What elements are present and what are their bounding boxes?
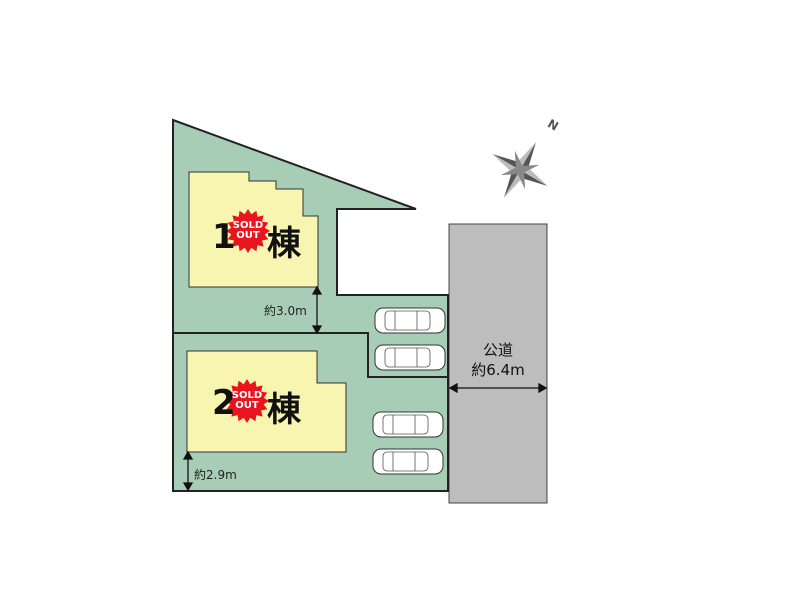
car-icon xyxy=(372,448,444,475)
lot-divider xyxy=(173,332,448,378)
public-road xyxy=(448,223,548,504)
car-icon xyxy=(372,411,444,438)
road-width: 約6.4m xyxy=(471,361,525,379)
sold-out-badge-1 xyxy=(226,209,270,253)
sold-out-badge-2 xyxy=(225,379,269,423)
lot-2-number: 2 xyxy=(212,383,236,423)
lot-1-number: 1 xyxy=(212,217,236,257)
car-icon xyxy=(374,344,446,371)
badge-line-2: OUT xyxy=(236,230,260,241)
badge-line-1: SOLD xyxy=(232,220,264,231)
compass-icon xyxy=(492,142,548,198)
badge-line-2: OUT xyxy=(235,400,259,411)
road-label: 公道 約6.4m xyxy=(449,340,547,380)
lot-2-suffix: 棟 xyxy=(267,390,301,430)
parking-cars xyxy=(372,307,446,475)
lot-1-gap-label: 約3.0m xyxy=(264,304,307,318)
car-icon xyxy=(374,307,446,334)
lot-1-suffix: 棟 xyxy=(267,224,301,264)
road-name: 公道 xyxy=(482,341,513,359)
dimension-arrows xyxy=(182,285,548,492)
badge-line-1: SOLD xyxy=(231,390,263,401)
lot-2-gap-label: 約2.9m xyxy=(194,468,237,482)
